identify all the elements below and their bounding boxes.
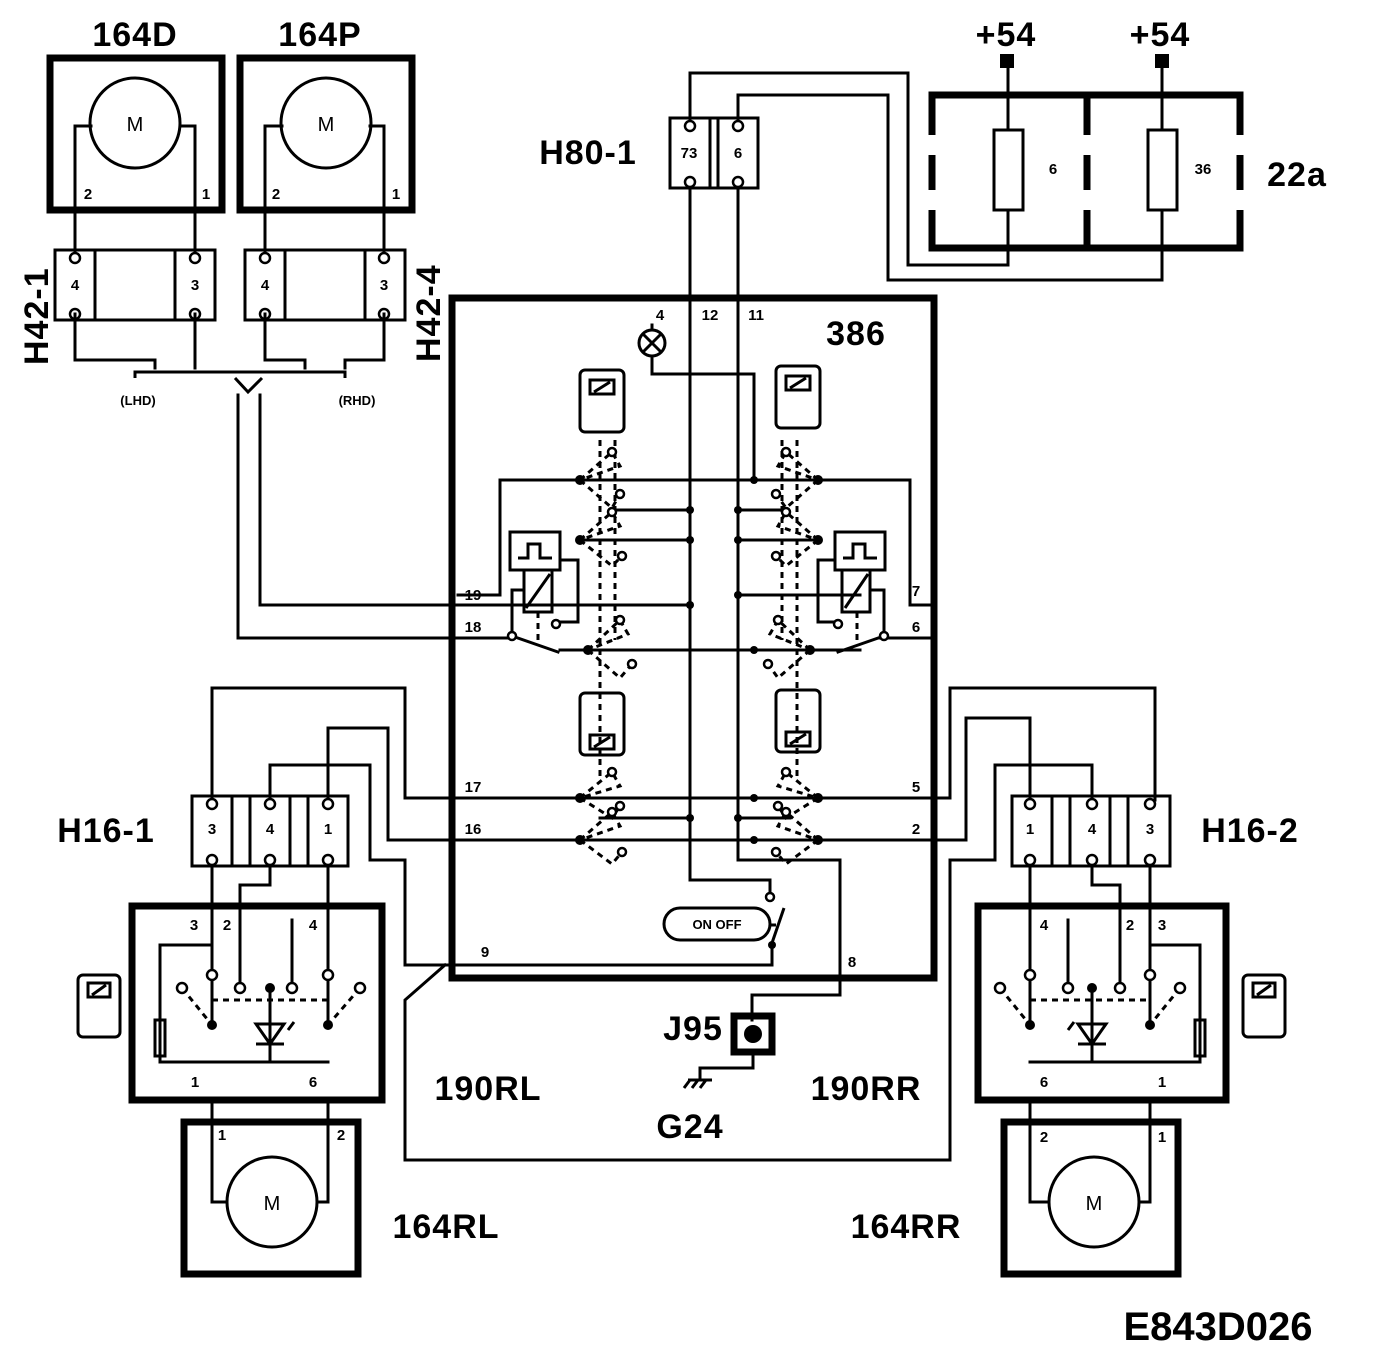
pin-label: (RHD): [339, 393, 376, 408]
switch-190rr: [974, 864, 1230, 1104]
pin-label: 2: [272, 186, 280, 203]
pin-label: 3: [1158, 917, 1166, 934]
pin-label: 3: [191, 277, 199, 294]
pin-label: 7: [912, 583, 920, 600]
window-switch-icon: [774, 364, 822, 430]
pin-label: 8: [848, 954, 856, 971]
pin-label: 6: [912, 619, 920, 636]
pin-label: 17: [465, 779, 482, 796]
pin-label: 2: [912, 821, 920, 838]
label-g24: G24: [656, 1108, 723, 1146]
pin-label: M: [318, 114, 335, 136]
pin-label: 1: [218, 1127, 226, 1144]
connector-h42-4: [243, 248, 407, 322]
pin-label: 19: [465, 587, 482, 604]
switch-contacts-right: [762, 440, 823, 867]
drawing-id: E843D026: [1123, 1305, 1312, 1349]
window-switch-icon: [76, 973, 122, 1039]
pin-label: 73: [681, 145, 698, 162]
label-164rr: 164RR: [851, 1208, 962, 1246]
pin-label: 4: [656, 307, 665, 324]
motor-164p: M: [236, 54, 416, 260]
pin-label: 4: [71, 277, 80, 294]
pin-label: 2: [337, 1127, 345, 1144]
label-h42-4: H42-4: [410, 264, 448, 362]
pin-label: 2: [1126, 917, 1134, 934]
pin-label: 6: [309, 1074, 317, 1091]
motor-164d: M: [46, 54, 226, 260]
pin-label: 11: [748, 307, 764, 324]
relay-left: [506, 530, 580, 654]
label-164p: 164P: [278, 16, 361, 54]
pin-label: 1: [392, 186, 400, 203]
label-supply-2: +54: [1130, 16, 1191, 54]
pin-label: 1: [1158, 1074, 1166, 1091]
window-switch-icon: [578, 368, 626, 434]
pin-label: 1: [1158, 1129, 1166, 1146]
pin-label: 6: [1040, 1074, 1048, 1091]
label-22a: 22a: [1267, 156, 1327, 194]
label-164rl: 164RL: [392, 1208, 499, 1246]
pin-label: 2: [1040, 1129, 1048, 1146]
pin-label: M: [127, 114, 144, 136]
connector-h42-1: [53, 248, 217, 322]
pin-label: 6: [1049, 161, 1057, 178]
pin-label: 4: [1040, 917, 1049, 934]
label-190rl: 190RL: [434, 1070, 541, 1108]
window-switch-icon: [1241, 973, 1287, 1039]
pin-label: 3: [190, 917, 198, 934]
pin-label: 3: [1146, 821, 1154, 838]
pin-label: 9: [481, 944, 489, 961]
pin-label: 3: [208, 821, 216, 838]
pin-label: 3: [380, 277, 388, 294]
pin-label: 18: [465, 619, 482, 636]
pin-label: 36: [1195, 161, 1212, 178]
pin-label: ON OFF: [692, 917, 741, 932]
label-164d: 164D: [92, 16, 177, 54]
pin-label: 1: [1026, 821, 1034, 838]
indicator-lamp: [637, 323, 756, 482]
label-386: 386: [826, 315, 886, 353]
connector-h80-1: [668, 116, 760, 190]
switch-contacts-left: [575, 440, 638, 867]
label-h42-1: H42-1: [18, 267, 56, 365]
label-supply-1: +54: [976, 16, 1037, 54]
label-h80-1: H80-1: [539, 134, 637, 172]
pin-label: M: [1086, 1193, 1103, 1215]
pin-label: 1: [191, 1074, 199, 1091]
pin-label: 1: [324, 821, 332, 838]
pin-label: M: [264, 1193, 281, 1215]
pin-label: 12: [702, 307, 719, 324]
pin-label: 6: [734, 145, 742, 162]
module-386: [448, 294, 938, 982]
pin-label: 5: [912, 779, 920, 796]
pin-label: 4: [309, 917, 318, 934]
motor-164rr: M: [1000, 1098, 1182, 1278]
pin-label: 16: [465, 821, 482, 838]
label-j95: J95: [663, 1010, 723, 1048]
label-h16-1: H16-1: [57, 812, 155, 850]
pin-label: (LHD): [120, 393, 155, 408]
switch-190rl: [128, 864, 386, 1104]
pin-label: 1: [202, 186, 210, 203]
label-190rr: 190RR: [811, 1070, 922, 1108]
motor-164rl: M: [180, 1098, 362, 1278]
pin-label: 4: [1088, 821, 1097, 838]
pin-label: 2: [223, 917, 231, 934]
pin-label: 4: [261, 277, 270, 294]
relay-right: [816, 530, 890, 654]
window-switch-icon: [578, 691, 626, 757]
pin-label: 2: [84, 186, 92, 203]
on-off-switch: ON OFF: [662, 891, 786, 949]
label-h16-2: H16-2: [1201, 812, 1299, 850]
pin-label: 4: [266, 821, 275, 838]
